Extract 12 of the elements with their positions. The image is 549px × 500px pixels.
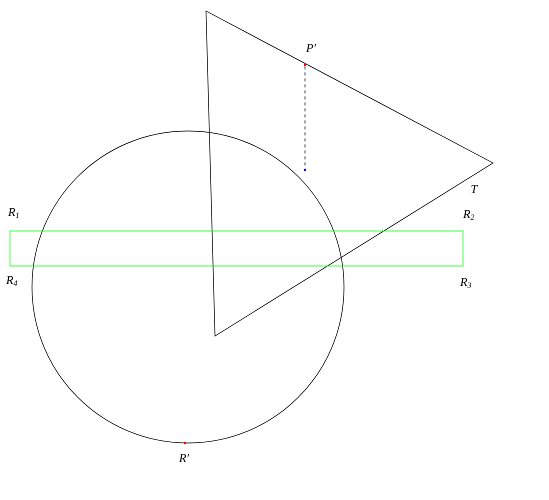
point-label: R$_{3}$: [460, 278, 472, 288]
circle: [32, 130, 344, 444]
point: [304, 64, 306, 66]
point-label: P′: [306, 44, 316, 52]
point-label: R$_{2}$: [463, 210, 474, 220]
point: [184, 442, 186, 444]
rectangle: [10, 230, 464, 266]
point-label: T: [471, 185, 478, 193]
point: [304, 168, 306, 172]
point-label: R$_{4}$: [6, 276, 18, 286]
point-label: R$_{1}$: [8, 208, 19, 218]
point-label: R′: [178, 454, 190, 462]
